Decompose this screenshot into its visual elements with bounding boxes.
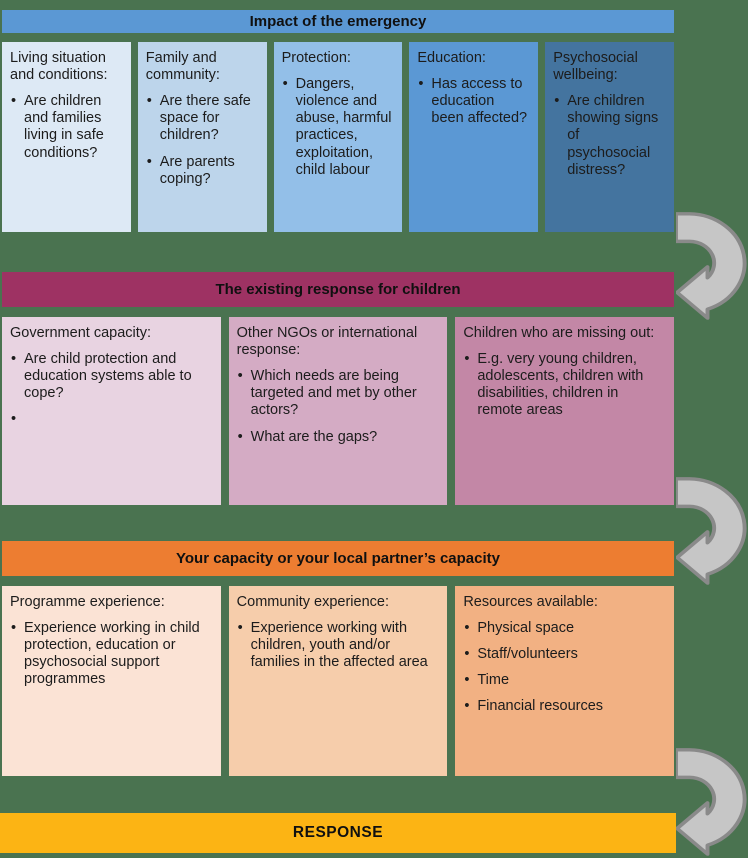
box-title: Family and community: (145, 50, 220, 84)
curved-flow-arrow-shape (676, 477, 747, 585)
bullet-item: Physical space (463, 620, 666, 637)
bullet-item: Experience working with children, youth … (237, 620, 440, 671)
box-family-community: Family and community: Are there safe spa… (137, 42, 267, 232)
bullet-item: Dangers, violence and abuse, harmful pra… (282, 76, 395, 179)
bullet-text: Experience working in child protection, … (24, 620, 200, 688)
bullet-list: Are children and families living in safe… (10, 93, 123, 161)
bullet-text: Which needs are being targeted and met b… (250, 368, 417, 419)
bullet-item: Has access to education been affected? (417, 76, 530, 127)
bullet-text: What are the gaps? (250, 428, 378, 445)
bullet-list: Has access to education been affected? (417, 76, 530, 127)
box-education: Education: Has access to education been … (409, 42, 539, 232)
bullet-list: Dangers, violence and abuse, harmful pra… (282, 76, 395, 179)
bullet-text: E.g. very young children, adolescents, c… (477, 351, 644, 419)
box-living-situation: Living situation and conditions: Are chi… (2, 42, 131, 232)
box-psychosocial-wellbeing: Psychosocial wellbeing: Are children sho… (545, 42, 674, 232)
bullet-text: Has access to education been affected? (431, 76, 528, 127)
bullet-list: E.g. very young children, adolescents, c… (463, 351, 666, 419)
box-title: Children who are missing out: (463, 325, 655, 341)
existing-response-box-row: Government capacity: Are child protectio… (2, 317, 674, 505)
box-programme-experience: Programme experience: Experience working… (2, 586, 221, 776)
bullet-item: Are children showing signs of psychosoci… (553, 93, 666, 179)
bullet-text: Are child protection and education syste… (24, 351, 192, 402)
bullet-item: Staff/volunteers (463, 646, 666, 663)
box-protection: Protection: Dangers, violence and abuse,… (273, 42, 403, 232)
box-title: Living situation and conditions: (10, 50, 108, 84)
bullet-item: Time (463, 672, 666, 689)
bullet-list: Physical space Staff/volunteers Time Fin… (463, 620, 666, 716)
bullet-text: Staff/volunteers (477, 646, 578, 663)
box-title: Psychosocial wellbeing: (553, 50, 638, 84)
bullet-item: Are parents coping? (146, 154, 259, 188)
existing-response-header-label: The existing response for children (215, 281, 461, 298)
bullet-item: Which needs are being targeted and met b… (237, 368, 440, 419)
curved-flow-arrow-shape (676, 748, 747, 856)
box-title: Other NGOs or international response: (236, 325, 418, 359)
bullet-item: E.g. very young children, adolescents, c… (463, 351, 666, 419)
curved-flow-arrow-icon (676, 212, 747, 320)
bullet-text: Are children showing signs of psychosoci… (567, 93, 659, 178)
bullet-list: Are children showing signs of psychosoci… (553, 93, 666, 179)
response-bar-label: RESPONSE (292, 824, 384, 841)
box-other-ngos: Other NGOs or international response: Wh… (228, 317, 448, 505)
bullet-text: Time (477, 672, 510, 689)
box-community-experience: Community experience: Experience working… (228, 586, 448, 776)
your-capacity-box-row: Programme experience: Experience working… (2, 586, 674, 776)
box-resources-available: Resources available: Physical space Staf… (455, 586, 674, 776)
curved-flow-arrow-icon (676, 748, 747, 856)
bullet-text: Experience working with children, youth … (250, 620, 428, 671)
existing-response-header: The existing response for children (2, 272, 674, 307)
bullet-item: Are child protection and education syste… (10, 351, 213, 402)
bullet-item: Financial resources (463, 698, 666, 715)
bullet-item: Experience working in child protection, … (10, 620, 213, 688)
bullet-text: Are parents coping? (159, 153, 235, 187)
impact-box-row: Living situation and conditions: Are chi… (2, 42, 674, 232)
bullet-text: Financial resources (477, 698, 604, 715)
bullet-text: Are there safe space for children? (159, 93, 251, 144)
bullet-list: Experience working in child protection, … (10, 620, 213, 688)
your-capacity-header: Your capacity or your local partner’s ca… (2, 541, 674, 576)
box-government-capacity: Government capacity: Are child protectio… (2, 317, 221, 505)
your-capacity-header-label: Your capacity or your local partner’s ca… (175, 550, 500, 567)
box-title: Resources available: (463, 594, 598, 610)
box-title: Education: (417, 50, 486, 66)
bullet-item: Are there safe space for children? (146, 93, 259, 144)
box-title: Community experience: (236, 594, 389, 610)
bullet-text: Are children and families living in safe… (24, 93, 104, 161)
curved-flow-arrow-shape (676, 212, 747, 320)
bullet-item: What are the gaps? (237, 429, 440, 446)
bullet-text: Physical space (477, 620, 575, 637)
box-title: Programme experience: (10, 594, 165, 610)
curved-flow-arrow-icon (676, 477, 747, 585)
box-title: Protection: (281, 50, 351, 66)
bullet-text: Dangers, violence and abuse, harmful pra… (295, 76, 392, 178)
bullet-item: Are children and families living in safe… (10, 93, 123, 161)
box-children-missing-out: Children who are missing out: E.g. very … (455, 317, 674, 505)
impact-header: Impact of the emergency (2, 10, 674, 33)
response-bar: RESPONSE (0, 813, 676, 853)
bullet-list: Are child protection and education syste… (10, 351, 213, 428)
bullet-list: Which needs are being targeted and met b… (237, 368, 440, 446)
box-title: Government capacity: (10, 325, 152, 341)
bullet-item-empty (10, 411, 213, 428)
impact-header-label: Impact of the emergency (249, 13, 427, 30)
bullet-list: Experience working with children, youth … (237, 620, 440, 671)
bullet-list: Are there safe space for children? Are p… (146, 93, 259, 188)
